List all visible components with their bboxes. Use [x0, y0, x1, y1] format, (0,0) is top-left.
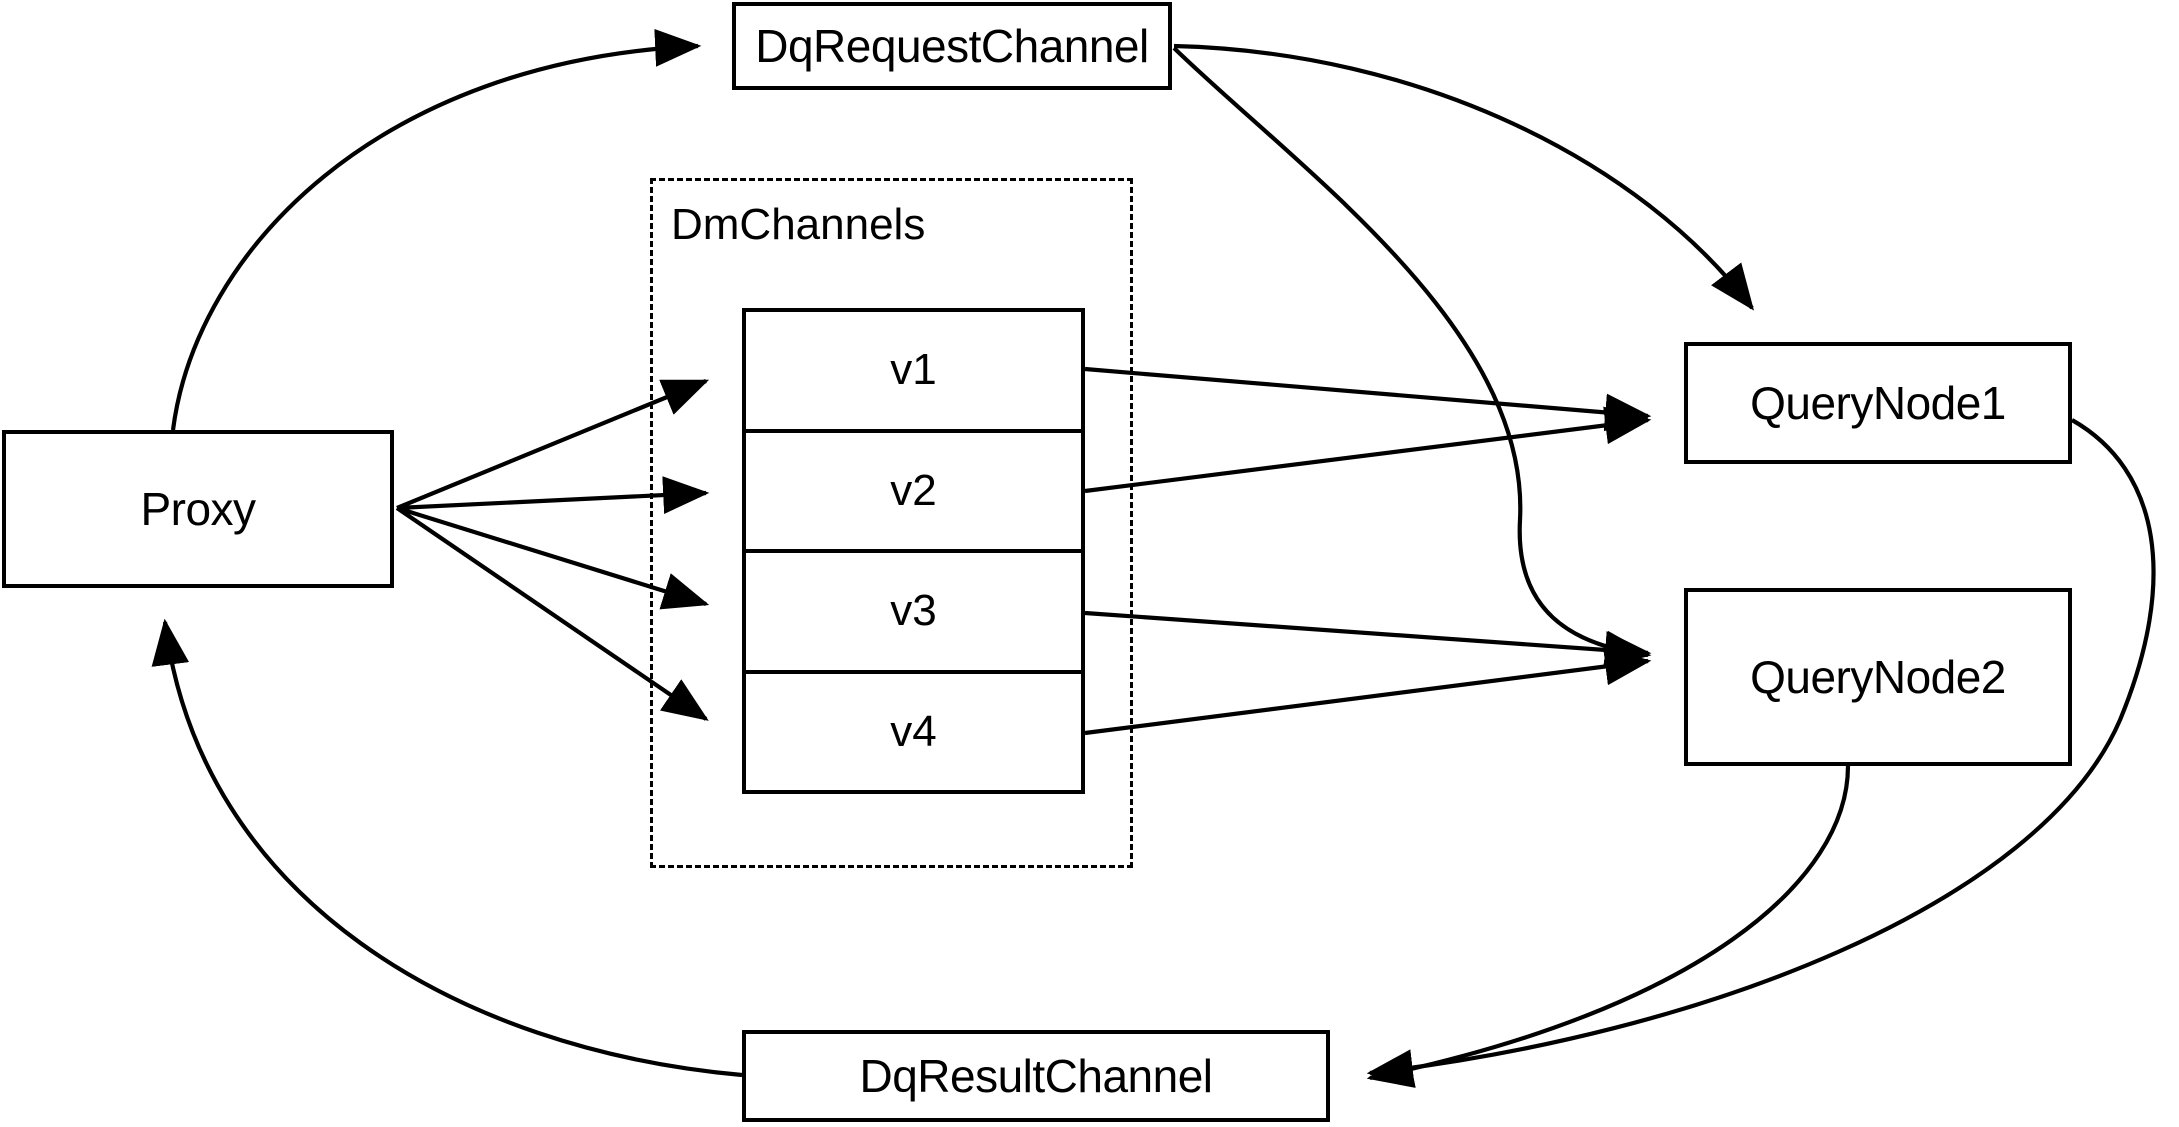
edge-v3-to-querynode2	[1084, 610, 1652, 669]
node-query-node-1[interactable]: QueryNode1	[1684, 342, 2072, 464]
vchannel-label-v2: v2	[890, 465, 937, 515]
node-proxy[interactable]: Proxy	[2, 430, 394, 588]
edge-dqrequestchannel-to-querynode2	[1172, 46, 1652, 669]
vchannel-row-v4[interactable]: v4	[746, 673, 1081, 790]
node-dq-result-channel[interactable]: DqResultChannel	[742, 1030, 1330, 1122]
node-query-node-2-label: QueryNode2	[1750, 651, 2006, 703]
edge-v1-to-querynode1	[1084, 366, 1652, 432]
vchannel-row-v2[interactable]: v2	[746, 432, 1081, 553]
node-dq-result-channel-label: DqResultChannel	[859, 1050, 1213, 1102]
node-query-node-1-label: QueryNode1	[1750, 377, 2006, 429]
edge-v4-to-querynode2	[1084, 647, 1652, 736]
node-proxy-label: Proxy	[140, 483, 256, 535]
group-dmchannels-label: DmChannels	[671, 200, 926, 249]
vchannel-label-v3: v3	[890, 586, 937, 636]
node-dq-request-channel[interactable]: DqRequestChannel	[732, 2, 1172, 90]
vchannel-stack: v1 v2 v3 v4	[742, 308, 1085, 794]
edge-dqrequestchannel-to-querynode1	[1173, 43, 1755, 311]
edge-proxy-to-dqrequestchannel	[170, 29, 702, 431]
vchannel-row-v1[interactable]: v1	[746, 312, 1081, 433]
vchannel-label-v4: v4	[890, 706, 937, 756]
vchannel-row-v3[interactable]: v3	[746, 553, 1081, 674]
node-dq-request-channel-label: DqRequestChannel	[755, 20, 1149, 72]
node-query-node-2[interactable]: QueryNode2	[1684, 588, 2072, 766]
vchannel-label-v1: v1	[890, 345, 937, 395]
edge-v2-to-querynode1	[1084, 406, 1652, 494]
edge-querynode2-to-dqresultchannel	[1366, 765, 1851, 1088]
